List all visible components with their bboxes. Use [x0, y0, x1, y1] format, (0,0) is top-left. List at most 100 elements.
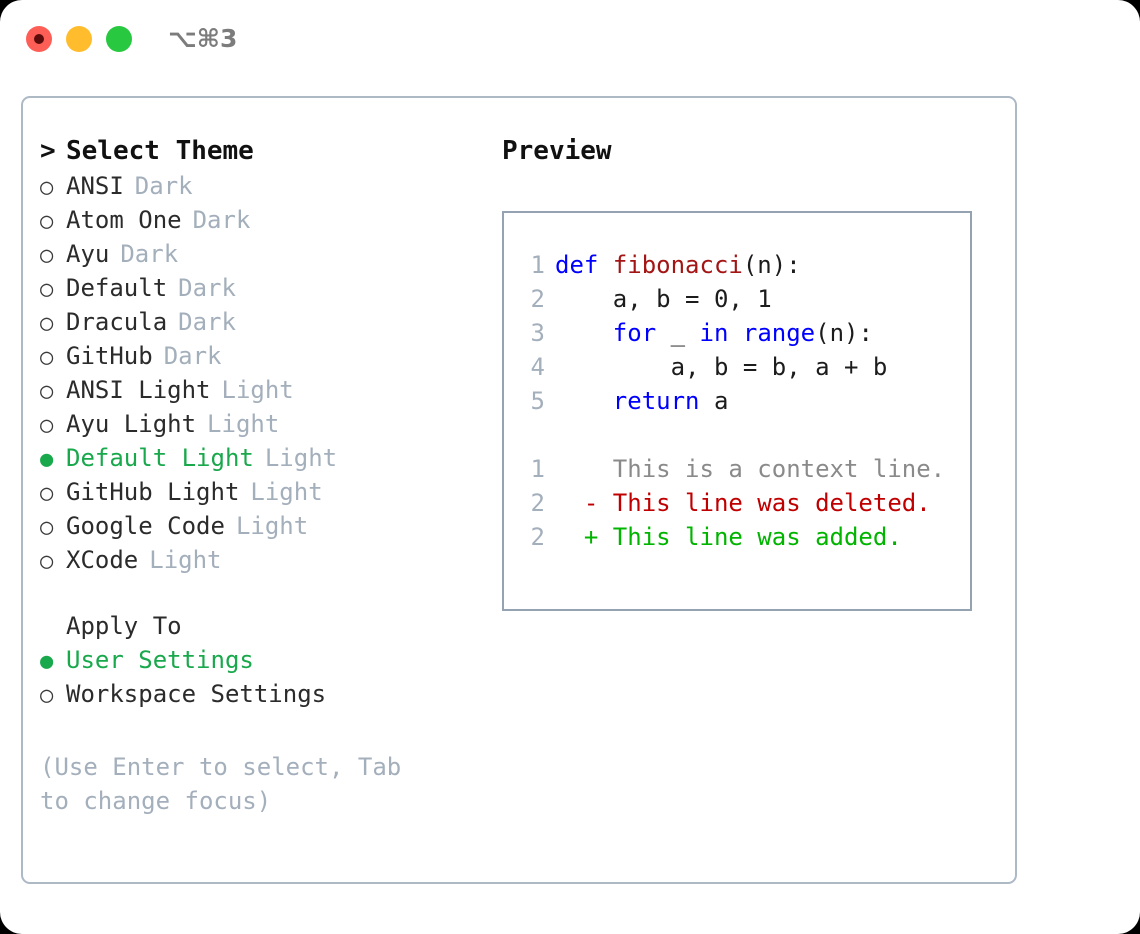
radio-unselected-icon: ○ [40, 175, 54, 200]
code-token [598, 251, 612, 279]
theme-option-kind: Light [221, 376, 294, 404]
theme-option-kind: Dark [120, 240, 179, 268]
radio-unselected-icon: ○ [40, 683, 54, 708]
apply-to-heading-label: Apply To [66, 612, 182, 640]
diff-line-number: 2 [530, 489, 545, 517]
theme-option-row[interactable]: ○ Atom One Dark [40, 206, 490, 240]
apply-to-option-row[interactable]: ● User Settings [40, 646, 490, 680]
theme-option-row[interactable]: ○ GitHub Dark [40, 342, 490, 376]
keyboard-hint-text: (Use Enter to select, Tab to change focu… [40, 753, 402, 815]
radio-unselected-icon: ○ [40, 209, 54, 234]
theme-option-kind: Dark [163, 342, 222, 370]
theme-option-kind: Light [250, 478, 323, 506]
code-line: 5 return a [519, 387, 970, 421]
theme-option-kind: Dark [178, 308, 236, 336]
diff-line-number: 2 [530, 523, 545, 551]
code-line-number: 5 [530, 387, 545, 415]
theme-option-name: Dracula [66, 308, 168, 336]
theme-option-kind: Dark [192, 206, 251, 234]
code-token: return [612, 387, 700, 415]
minimize-button[interactable] [66, 26, 92, 52]
diff-line-text: + This line was added. [555, 523, 902, 551]
maximize-button[interactable] [106, 26, 132, 52]
code-token: a, b = b, a + b [670, 353, 888, 381]
radio-unselected-icon: ○ [40, 515, 54, 540]
code-token: (n): [742, 251, 801, 279]
theme-option-row[interactable]: ○ Dracula Dark [40, 308, 490, 342]
apply-to-option-name: User Settings [66, 646, 254, 674]
theme-option-name: Default [66, 274, 168, 302]
theme-option-row[interactable]: ○ ANSI Dark [40, 172, 490, 206]
code-diff-spacer [519, 421, 970, 455]
diff-line: 1 This is a context line. [519, 455, 970, 489]
radio-unselected-icon: ○ [40, 311, 54, 336]
diff-line-text: This is a context line. [555, 455, 946, 483]
diff-line-number: 1 [530, 455, 545, 483]
theme-option-name: GitHub Light [66, 478, 240, 506]
radio-selected-icon: ● [40, 447, 54, 472]
theme-option-kind: Dark [134, 172, 193, 200]
close-button[interactable] [26, 26, 52, 52]
code-token: _ [656, 319, 700, 347]
theme-option-kind: Light [207, 410, 280, 438]
theme-option-name: GitHub [66, 342, 153, 370]
theme-option-row[interactable]: ○ ANSI Light Light [40, 376, 490, 410]
keyboard-shortcut-label: ⌥⌘3 [168, 24, 238, 53]
radio-selected-icon: ● [40, 649, 54, 674]
code-token: fibonacci [612, 251, 743, 279]
code-line-text: a, b = b, a + b [555, 353, 888, 381]
code-token: range [742, 319, 816, 347]
theme-option-name: ANSI Light [66, 376, 211, 404]
code-line-text: for _ in range(n): [555, 319, 873, 347]
code-line-number: 4 [530, 353, 545, 381]
radio-unselected-icon: ○ [40, 481, 54, 506]
theme-option-name: Atom One [66, 206, 182, 234]
theme-option-name: ANSI [66, 172, 124, 200]
theme-option-name: Google Code [66, 512, 225, 540]
radio-unselected-icon: ○ [40, 549, 54, 574]
title-bar: ⌥⌘3 [0, 0, 1140, 78]
theme-option-row[interactable]: ○ Google Code Light [40, 512, 490, 546]
apply-to-options-list: ● User Settings ○ Workspace Settings [40, 646, 490, 714]
apply-to-heading: Apply To [40, 612, 490, 646]
diff-line: 2 - This line was deleted. [519, 489, 970, 523]
diff-line: 2 + This line was added. [519, 523, 970, 557]
theme-option-row[interactable]: ○ Ayu Dark [40, 240, 490, 274]
apply-to-option-row[interactable]: ○ Workspace Settings [40, 680, 490, 714]
preview-heading: Preview [502, 136, 612, 166]
theme-option-kind: Light [235, 512, 309, 540]
radio-unselected-icon: ○ [40, 243, 54, 268]
theme-option-kind: Light [264, 444, 338, 472]
theme-option-row[interactable]: ○ GitHub Light Light [40, 478, 490, 512]
code-token: in [699, 319, 729, 347]
select-theme-heading: > Select Theme [40, 136, 490, 172]
diff-line-text: - This line was deleted. [555, 489, 931, 517]
section-divider [40, 580, 490, 612]
diff-sample: 1 This is a context line.2 - This line w… [519, 455, 970, 557]
code-line-number: 1 [530, 251, 545, 279]
code-token: (n): [815, 319, 873, 347]
theme-option-name: Ayu [66, 240, 110, 268]
code-line-text: a, b = 0, 1 [555, 285, 772, 313]
code-line-number: 2 [530, 285, 545, 313]
code-line: 3 for _ in range(n): [519, 319, 970, 353]
theme-option-name: XCode [66, 546, 139, 574]
apply-to-option-name: Workspace Settings [66, 680, 327, 708]
radio-unselected-icon: ○ [40, 379, 54, 404]
code-line: 2 a, b = 0, 1 [519, 285, 970, 319]
prompt-caret-icon: > [40, 136, 56, 166]
theme-option-name: Ayu Light [66, 410, 197, 438]
radio-unselected-icon: ○ [40, 345, 54, 370]
theme-option-kind: Dark [178, 274, 236, 302]
